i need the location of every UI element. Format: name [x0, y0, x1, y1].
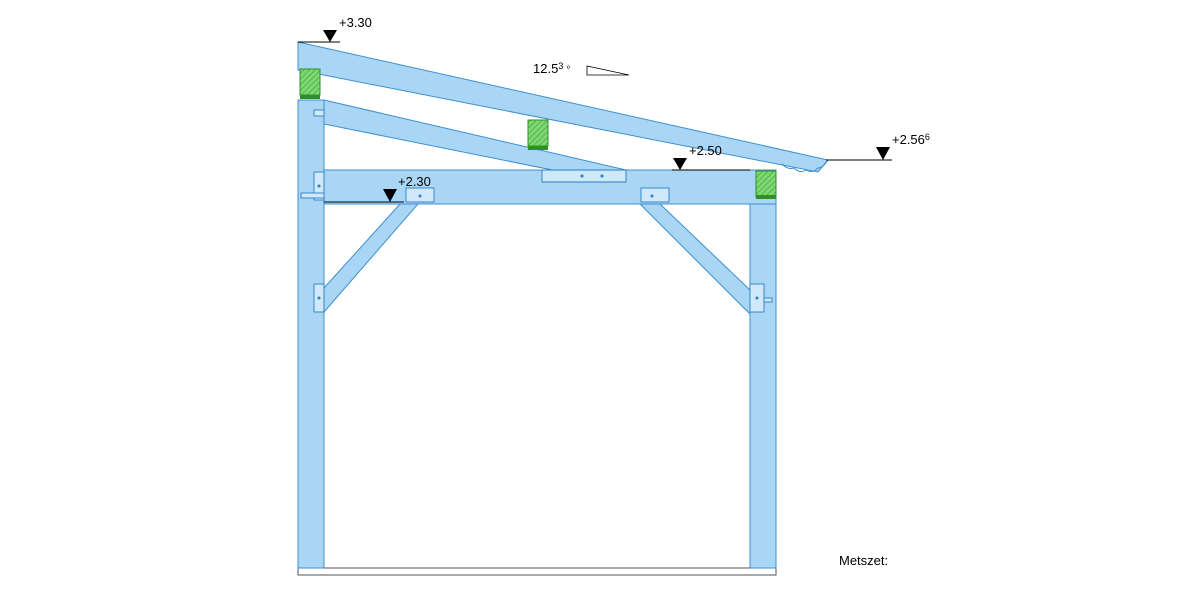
- level-marker-250: +2.50: [672, 143, 750, 171]
- level-label: +2.30: [398, 174, 431, 189]
- connectors: [300, 109, 773, 313]
- slope-triangle-icon: [586, 65, 630, 76]
- level-marker-230: +2.30: [324, 174, 431, 203]
- level-marker-256: +2.566: [826, 132, 930, 161]
- main-rafter: [297, 41, 829, 173]
- section-caption: Metszet:: [839, 553, 888, 568]
- level-label: +3.30: [339, 15, 372, 30]
- floor-slab: [297, 567, 777, 576]
- right-post: [749, 171, 777, 569]
- level-label: +2.50: [689, 143, 722, 158]
- left-brace: [323, 203, 420, 314]
- right-brace: [638, 203, 751, 316]
- slope-label: 12.53°: [533, 61, 570, 76]
- level-marker-330: +3.30: [298, 15, 372, 43]
- purlin-left: [299, 68, 321, 96]
- purlins: [299, 68, 777, 199]
- rafter-tail: [781, 159, 829, 173]
- purlin-middle: [527, 119, 549, 147]
- left-post: [297, 99, 325, 569]
- slope-annotation: 12.53°: [533, 61, 630, 76]
- level-label: +2.566: [892, 132, 930, 147]
- purlin-right: [755, 170, 777, 198]
